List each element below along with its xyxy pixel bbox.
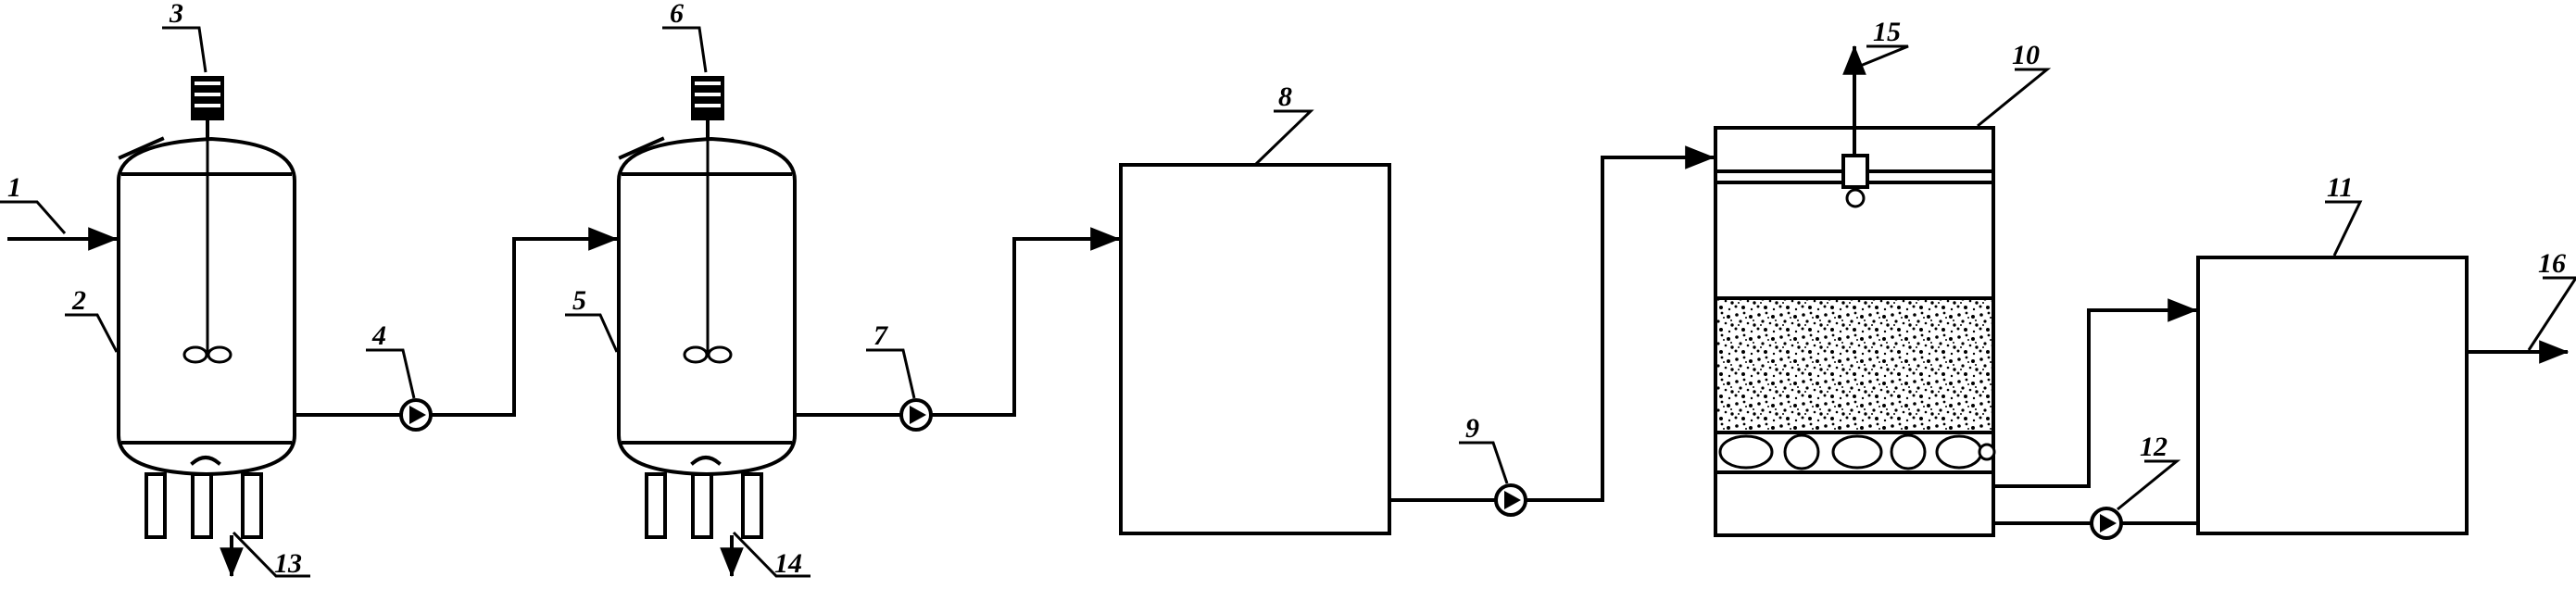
pipes (7, 44, 2570, 578)
label-8: 8 (1278, 81, 1292, 112)
motor-1 (191, 76, 224, 141)
label-4: 4 (371, 320, 386, 351)
agitator-2 (683, 139, 733, 364)
reactor-tank-1 (117, 136, 296, 539)
sand-filter-layer (1717, 298, 1992, 432)
label-2: 2 (71, 285, 86, 316)
pump-12 (2090, 507, 2123, 540)
clean-water-tank-11 (2196, 256, 2469, 535)
gravel-layer (1718, 433, 1996, 470)
label-15: 15 (1873, 17, 1901, 47)
storage-tank-8 (1119, 163, 1391, 535)
pump-9 (1494, 483, 1527, 517)
filter-column-10 (1714, 126, 1996, 537)
label-6: 6 (670, 0, 684, 29)
pump-7 (899, 398, 933, 432)
agitator-1 (182, 139, 232, 364)
label-11: 11 (2327, 172, 2353, 203)
label-10: 10 (2012, 40, 2040, 70)
label-13: 13 (274, 548, 302, 579)
label-5: 5 (572, 285, 586, 316)
pump-4 (399, 398, 433, 432)
leader-lines (0, 26, 2576, 578)
label-12: 12 (2140, 432, 2168, 462)
label-14: 14 (774, 548, 802, 579)
label-7: 7 (873, 320, 888, 351)
label-3: 3 (169, 0, 183, 29)
label-16: 16 (2538, 248, 2566, 279)
label-1: 1 (7, 172, 21, 203)
label-9: 9 (1465, 413, 1479, 444)
motor-2 (691, 76, 724, 141)
